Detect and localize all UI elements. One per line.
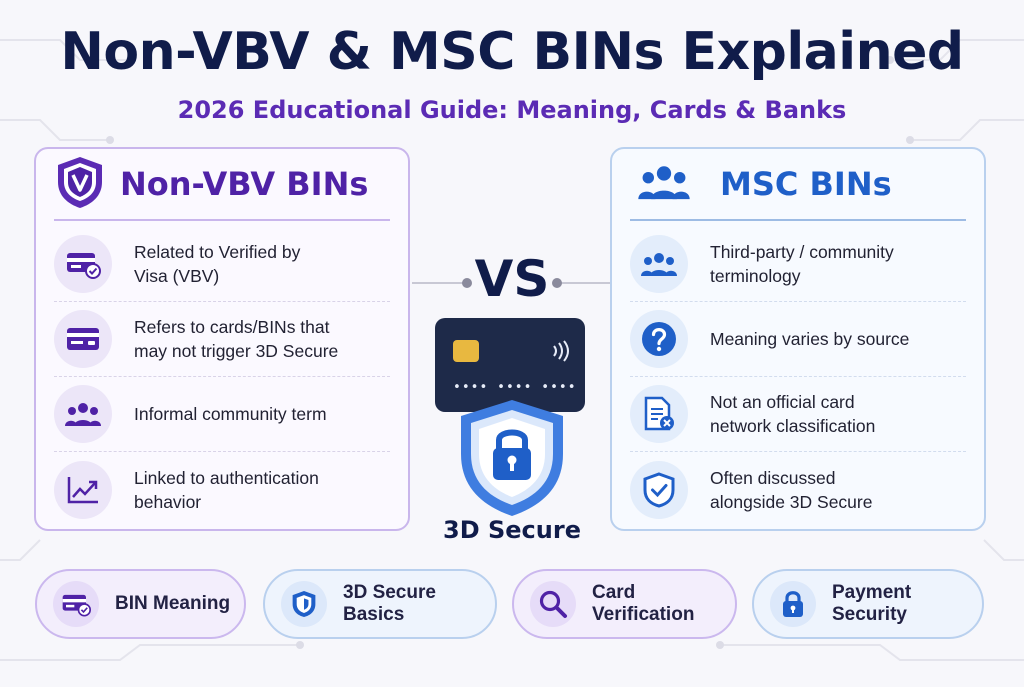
topic-label: 3D Secure Basics: [343, 582, 436, 625]
shield-check-icon: [630, 460, 688, 519]
v-shield-icon: [54, 154, 106, 215]
trend-chart-icon: [54, 460, 112, 519]
row-text: Linked to authentication behavior: [134, 467, 319, 512]
row-text: Third-party / community terminology: [710, 242, 894, 286]
row-text: Often discussed alongside 3D Secure: [710, 467, 873, 512]
msc-title: MSC BINs: [720, 165, 892, 203]
list-item: Informal community term: [54, 377, 390, 452]
msc-panel: MSC BINs Third-party / community termino…: [610, 147, 986, 531]
credit-card-illustration: •••• •••• ••••: [435, 318, 585, 412]
non-vbv-title: Non-VBV BINs: [120, 165, 369, 203]
topic-bin-meaning[interactable]: BIN Meaning: [35, 569, 246, 639]
people-icon: [636, 162, 692, 207]
card-check-icon: [53, 581, 99, 627]
topic-payment-security[interactable]: Payment Security: [752, 569, 984, 639]
row-text: Not an official card network classificat…: [710, 392, 876, 436]
topic-label: BIN Meaning: [115, 593, 231, 614]
people-icon: [54, 385, 112, 443]
list-item: Meaning varies by source: [630, 302, 966, 377]
shield-icon: [281, 581, 327, 627]
topic-3d-secure-basics[interactable]: 3D Secure Basics: [263, 569, 497, 639]
lock-shield-icon: [455, 396, 569, 525]
list-item: Linked to authentication behavior: [54, 452, 390, 527]
search-icon: [530, 581, 576, 627]
card-check-icon: [54, 235, 112, 293]
page-subtitle: 2026 Educational Guide: Meaning, Cards &…: [177, 96, 847, 124]
3d-secure-label: 3D Secure: [443, 516, 581, 544]
question-icon: [630, 310, 688, 368]
lock-icon: [770, 581, 816, 627]
topic-card-verification[interactable]: Card Verification: [512, 569, 737, 639]
list-item: Refers to cards/BINs that may not trigge…: [54, 302, 390, 377]
vs-dot-left: [462, 278, 472, 288]
page-title: Non-VBV & MSC BINs Explained: [60, 22, 964, 82]
vs-dot-right: [552, 278, 562, 288]
document-x-icon: [630, 385, 688, 443]
topic-label: Payment Security: [832, 582, 912, 625]
row-text: Related to Verified by Visa (VBV): [134, 242, 301, 286]
list-item: Not an official card network classificat…: [630, 377, 966, 452]
contactless-icon: [551, 340, 571, 367]
card-icon: [54, 310, 112, 368]
card-number: •••• •••• ••••: [453, 380, 577, 395]
chip-icon: [453, 340, 479, 362]
vs-label: VS: [474, 250, 550, 308]
msc-panel-header: MSC BINs: [630, 149, 966, 221]
list-item: Often discussed alongside 3D Secure: [630, 452, 966, 527]
list-item: Third-party / community terminology: [630, 227, 966, 302]
vs-connector-left: [412, 282, 468, 284]
topic-label: Card Verification: [592, 582, 695, 625]
row-text: Meaning varies by source: [710, 329, 910, 349]
non-vbv-panel-header: Non-VBV BINs: [54, 149, 390, 221]
people-icon: [630, 235, 688, 293]
non-vbv-panel: Non-VBV BINs Related to Verified by Visa…: [34, 147, 410, 531]
row-text: Informal community term: [134, 404, 327, 424]
list-item: Related to Verified by Visa (VBV): [54, 227, 390, 302]
vs-connector-right: [556, 282, 610, 284]
row-text: Refers to cards/BINs that may not trigge…: [134, 317, 339, 361]
